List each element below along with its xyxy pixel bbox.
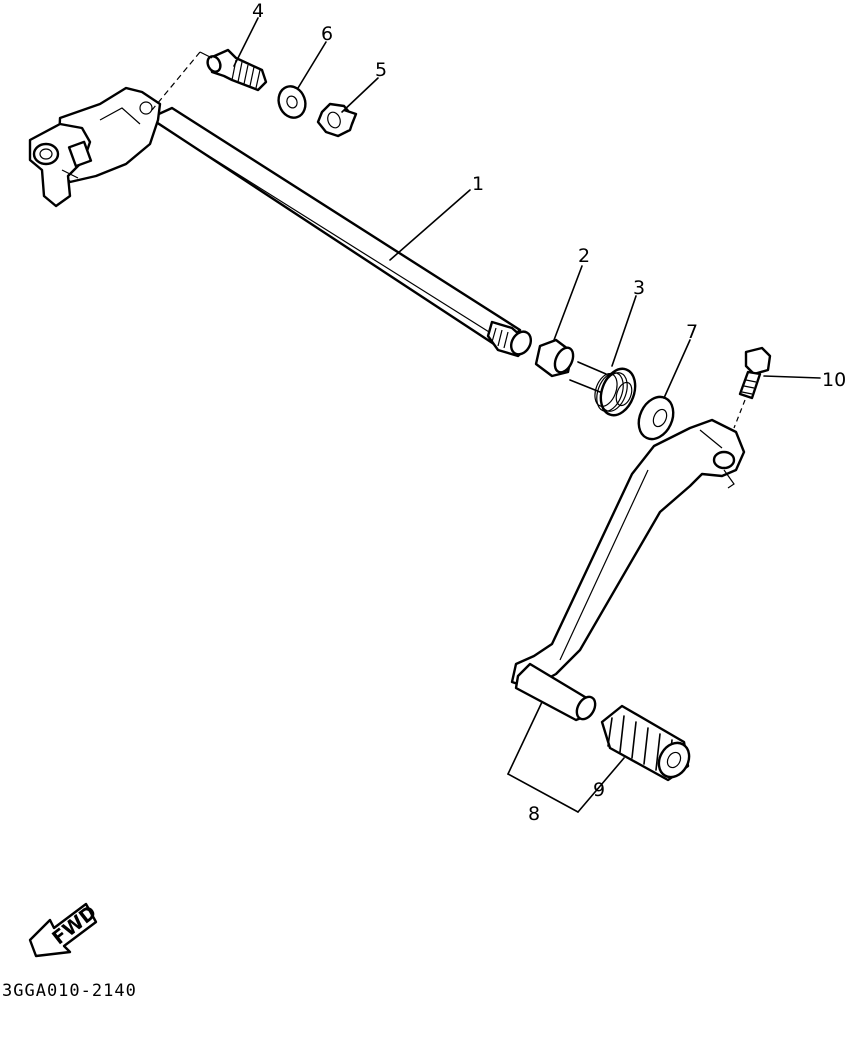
pedal-pin-8 <box>514 662 597 722</box>
shift-pedal-arm <box>510 418 746 690</box>
callout-5: 5 <box>375 59 387 81</box>
lock-washer-5 <box>316 102 358 138</box>
callout-10: 10 <box>822 369 846 391</box>
callout-1: 1 <box>472 173 484 195</box>
callout-6: 6 <box>321 23 333 45</box>
bolt-alignment-line <box>733 399 746 429</box>
alignment-line <box>151 51 201 111</box>
callout-3: 3 <box>633 277 645 299</box>
pedal-rubber-9 <box>600 704 691 782</box>
alignment-tick <box>199 51 213 59</box>
bolt-10 <box>738 346 772 400</box>
stopper-pin <box>206 48 268 92</box>
shift-shaft <box>148 106 533 358</box>
torsion-spring-3 <box>569 361 637 417</box>
leader-lines <box>233 17 821 813</box>
callout-4: 4 <box>252 0 264 22</box>
fwd-arrow: FWD <box>28 901 101 958</box>
callout-7: 7 <box>686 321 698 343</box>
callout-9: 9 <box>593 779 605 801</box>
collar-2 <box>534 338 575 378</box>
washer-7 <box>637 395 675 441</box>
callout-8: 8 <box>528 803 540 825</box>
shift-arm-assembly <box>28 86 162 208</box>
washer-6 <box>277 85 307 119</box>
callout-2: 2 <box>578 245 590 267</box>
drawing-code: 3GGA010-2140 <box>2 981 137 1001</box>
